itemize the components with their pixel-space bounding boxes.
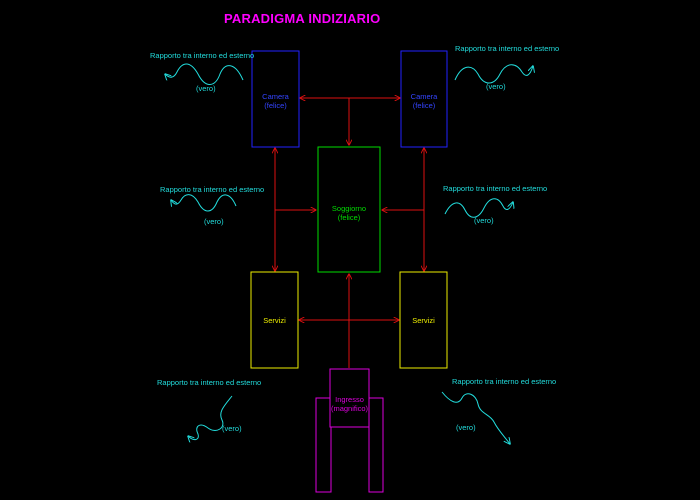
page-title: PARADIGMA INDIZIARIO [224, 11, 381, 26]
relation-top-right-sub: (vero) [486, 82, 506, 91]
camera-right-box [400, 50, 448, 148]
relation-mid-right-text: Rapporto tra interno ed esterno [443, 184, 548, 193]
soggiorno-label: Soggiorno (felice) [318, 204, 380, 223]
servizi-left-name: Servizi [263, 316, 286, 325]
camera-right-name: Camera [410, 92, 438, 101]
camera-left-name: Camera [262, 92, 289, 101]
servizi-right-label: Servizi [400, 316, 447, 325]
soggiorno-box [317, 146, 381, 273]
ingresso-quality: (magnifico) [330, 404, 369, 414]
relation-top-left-sub: (vero) [196, 84, 216, 93]
relation-waves [165, 63, 533, 444]
wave-bottom-right [441, 391, 510, 444]
camera-left-box [251, 50, 300, 148]
relation-bottom-left-sub: (vero) [222, 424, 242, 433]
ingresso-shape [315, 368, 384, 493]
ingresso-label: Ingresso (magnifico) [326, 395, 373, 414]
camera-right-quality: (felice) [412, 101, 436, 111]
connection-arrows [275, 98, 424, 368]
ingresso-name: Ingresso [335, 395, 364, 404]
servizi-right-box [399, 271, 448, 369]
wave-mid-left [171, 194, 237, 212]
wave-bottom-left [188, 395, 233, 440]
camera-left-label: Camera (felice) [252, 92, 299, 111]
relation-mid-left-text: Rapporto tra interno ed esterno [160, 185, 265, 194]
relation-mid-right-sub: (vero) [474, 216, 494, 225]
soggiorno-name: Soggiorno [331, 204, 367, 213]
wave-top-left [165, 63, 244, 85]
camera-left-quality: (felice) [264, 101, 287, 111]
servizi-right-name: Servizi [412, 316, 435, 325]
relation-bottom-left-text: Rapporto tra interno ed esterno [157, 378, 262, 387]
wave-mid-right [444, 198, 513, 218]
relation-bottom-right-sub: (vero) [456, 423, 476, 432]
soggiorno-quality: (felice) [337, 213, 361, 223]
relation-bottom-right-text: Rapporto tra interno ed esterno [452, 377, 557, 386]
servizi-left-label: Servizi [251, 316, 298, 325]
camera-right-label: Camera (felice) [401, 92, 447, 111]
relation-top-left-text: Rapporto tra interno ed esterno [150, 51, 255, 60]
wave-top-right [454, 64, 533, 84]
relation-top-right-text: Rapporto tra interno ed esterno [455, 44, 560, 53]
servizi-left-box [250, 271, 299, 369]
relation-mid-left-sub: (vero) [204, 217, 224, 226]
